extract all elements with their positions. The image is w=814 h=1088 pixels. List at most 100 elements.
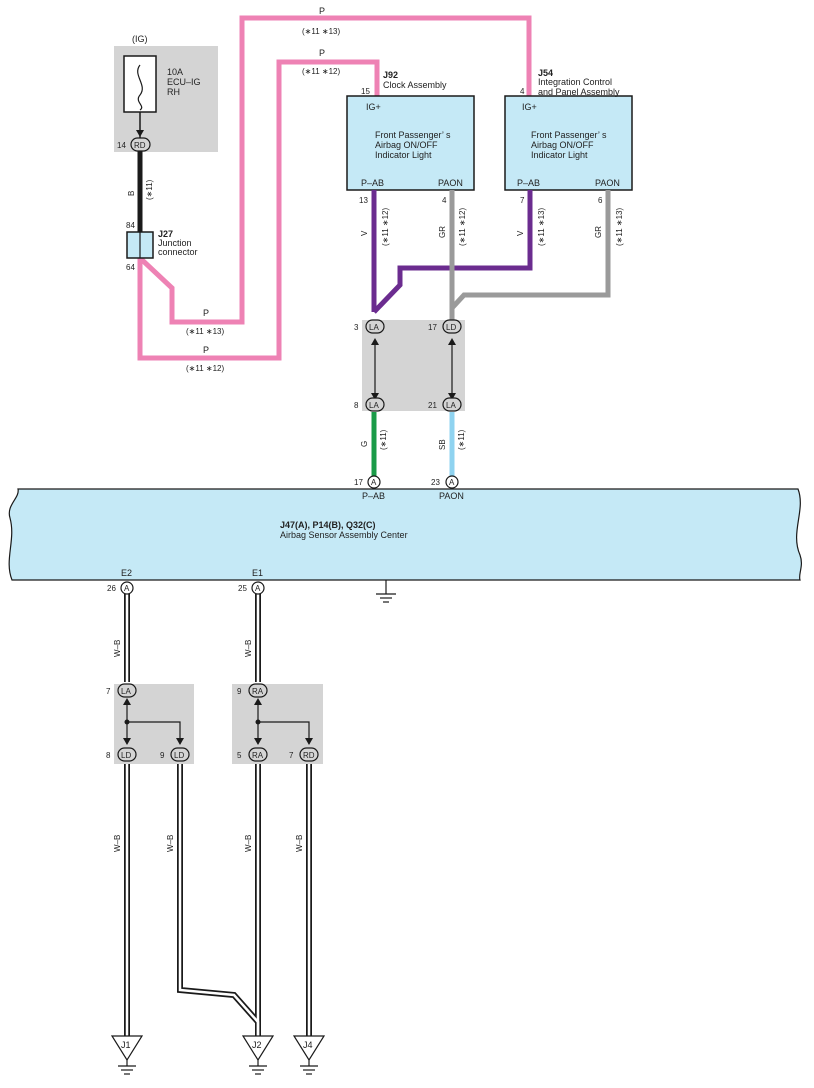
ecu-name: Airbag Sensor Assembly Center: [280, 530, 408, 540]
j92-pab-pin: 13: [359, 196, 368, 205]
upper-la-top-code: LA: [369, 323, 379, 332]
j27-pin-bottom: 64: [126, 263, 135, 272]
j54-paon-label: PAON: [595, 178, 620, 188]
ecu-e2-label: E2: [121, 568, 132, 578]
j92-pin-in: 15: [361, 87, 370, 96]
j92-id: J92: [383, 70, 398, 80]
j27-pin-top: 84: [126, 221, 135, 230]
ecu-paon-pin: 23: [431, 478, 440, 487]
ecu-paon-label: PAON: [439, 491, 464, 501]
j54-line2: Airbag ON/OFF: [531, 140, 594, 150]
wire-label-v-j92: V: [360, 230, 369, 236]
upper-ld-top-pin: 17: [428, 323, 437, 332]
right-b1-code: RA: [252, 751, 264, 760]
upper-la-top-pin: 3: [354, 323, 359, 332]
right-b2-code: RD: [303, 751, 315, 760]
j27-name: Junction: [158, 238, 192, 248]
upper-la2-bot-code: LA: [446, 401, 456, 410]
wire-note-sb: (∗11): [457, 429, 466, 450]
ecu-pab-code: A: [371, 478, 377, 487]
wire-note-g: (∗11): [379, 429, 388, 450]
wire-label-p-mid: P: [319, 48, 325, 58]
wire-pink-j54: [138, 15, 532, 325]
j54-pab-label: P–AB: [517, 178, 540, 188]
wire-label-p-top: P: [319, 6, 325, 16]
wire-note-v-j92: (∗11 ∗12): [381, 208, 390, 246]
ecu-e2-pin: 26: [107, 584, 116, 593]
ground-j2-label: J2: [252, 1040, 262, 1050]
j54-name: Integration Control: [538, 77, 612, 87]
j92-line1: Front Passenger’ s: [375, 130, 451, 140]
wire-note-gr-j54: (∗11 ∗13): [615, 208, 624, 246]
left-top-code: LA: [121, 687, 131, 696]
j92-paon-label: PAON: [438, 178, 463, 188]
ground-j4-label: J4: [303, 1040, 313, 1050]
wire-note-b: (∗11): [145, 179, 154, 200]
arrow-down-icon: [136, 130, 144, 137]
ecu-paon-code: A: [449, 478, 455, 487]
wire-label-wb-6: W–B: [295, 835, 304, 852]
wire-violet-j54: [372, 190, 533, 314]
wire-label-wb-4: W–B: [166, 835, 175, 852]
wire-note-p-top: (∗11 ∗13): [302, 27, 340, 36]
fuse-pin-number: 14: [117, 141, 126, 150]
j54-pin-in: 4: [520, 87, 525, 96]
fuse-rating: 10A: [167, 67, 183, 77]
wire-label-p-low2: P: [203, 345, 209, 355]
ecu-e1-pin: 25: [238, 584, 247, 593]
wire-label-b: B: [127, 191, 136, 196]
j54-pab-pin: 7: [520, 196, 525, 205]
j54-name2: and Panel Assembly: [538, 87, 620, 97]
j54-ig-label: IG+: [522, 102, 537, 112]
ground-j1-label: J1: [121, 1040, 131, 1050]
j54-paon-pin: 6: [598, 196, 603, 205]
wire-label-v-j54: V: [516, 230, 525, 236]
right-b2-pin: 7: [289, 751, 294, 760]
left-top-pin: 7: [106, 687, 111, 696]
j92-ig-label: IG+: [366, 102, 381, 112]
airbag-ecu-box: [8, 488, 803, 581]
wire-label-wb-1: W–B: [113, 640, 122, 657]
j92-pab-label: P–AB: [361, 178, 384, 188]
ground-j4-icon: [292, 1035, 326, 1062]
upper-ld-top-code: LD: [446, 323, 456, 332]
fuse-pin-code: RD: [134, 141, 146, 150]
wire-note-p-low1: (∗11 ∗13): [186, 327, 224, 336]
ecu-e2-code: A: [124, 584, 130, 593]
wire-label-g: G: [360, 441, 369, 447]
fuse-name: ECU–IG: [167, 77, 201, 87]
j54-line1: Front Passenger’ s: [531, 130, 607, 140]
upper-la2-bot-pin: 21: [428, 401, 437, 410]
ecu-pab-pin: 17: [354, 478, 363, 487]
fuse-supply-label: (IG): [132, 34, 148, 44]
j92-line2: Airbag ON/OFF: [375, 140, 438, 150]
left-b1-code: LD: [121, 751, 131, 760]
clock-assembly-box: [346, 95, 475, 191]
j54-id: J54: [538, 68, 553, 78]
upper-la-bot-code: LA: [369, 401, 379, 410]
right-b1-pin: 5: [237, 751, 242, 760]
wire-note-p-mid: (∗11 ∗12): [302, 67, 340, 76]
ecu-e1-code: A: [255, 584, 261, 593]
j92-paon-pin: 4: [442, 196, 447, 205]
wire-label-p-low1: P: [203, 308, 209, 318]
j92-line3: Indicator Light: [375, 150, 432, 160]
left-b2-code: LD: [174, 751, 184, 760]
fuse-side: RH: [167, 87, 180, 97]
wire-label-wb-3: W–B: [113, 835, 122, 852]
ecu-id: J47(A), P14(B), Q32(C): [280, 520, 376, 530]
ground-j1-icon: [110, 1035, 144, 1062]
ecu-e1-label: E1: [252, 568, 263, 578]
wire-gray-j54: [450, 190, 611, 310]
ground-j2-icon: [241, 1035, 275, 1062]
integration-panel-box: [504, 95, 633, 191]
wire-label-wb-2: W–B: [244, 640, 253, 657]
j27-id: J27: [158, 229, 173, 239]
j27-name2: connector: [158, 247, 198, 257]
fuse-element-icon: [137, 64, 143, 111]
wire-label-gr-j54: GR: [594, 226, 603, 238]
right-top-pin: 9: [237, 687, 242, 696]
wire-note-p-low2: (∗11 ∗12): [186, 364, 224, 373]
upper-la-bot-pin: 8: [354, 401, 359, 410]
